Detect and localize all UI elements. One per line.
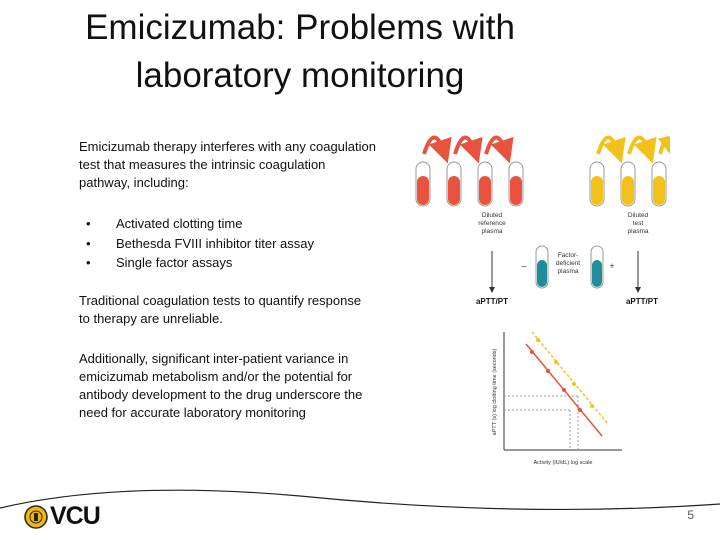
red-tubes [415,161,524,207]
red-tube [508,161,524,207]
red-tube [446,161,462,207]
footer-curve [0,489,720,511]
yellow-tube [651,161,667,207]
vcu-logo: VCU [24,502,101,531]
yellow-dilution-arrows [596,134,670,164]
svg-text:plasma: plasma [628,228,649,235]
left-test-label: aPTT/PT [476,297,508,306]
y-axis-label: aPTT (s) log clotting time (seconds) [492,348,498,435]
yellow-tubes [589,161,667,207]
bullet-item: •Single factor assays [86,253,386,273]
red-tube [477,161,493,207]
left-tube-label: Diluted [482,212,503,219]
plus-sign: + [609,261,614,271]
calibration-plot: aPTT (s) log clotting time (seconds) Act… [492,331,622,466]
intro-paragraph: Emicizumab therapy interferes with any c… [79,139,376,190]
minus-sign: – [521,261,526,271]
x-axis-label: Activity (IU/dL) log scale [534,460,593,466]
red-tube [415,161,431,207]
yellow-tube [620,161,636,207]
right-test-label: aPTT/PT [626,297,658,306]
svg-text:plasma: plasma [482,228,503,235]
bullet-item: •Activated clotting time [86,214,386,234]
monitoring-paragraph: Additionally, significant inter-patient … [79,351,363,420]
vcu-seal-icon [24,504,48,529]
bullet-list: •Activated clotting time •Bethesda FVIII… [86,214,386,273]
svg-text:plasma: plasma [558,268,579,275]
vcu-logo-text: VCU [50,502,101,530]
bullet-item: •Bethesda FVIII inhibitor titer assay [86,234,386,254]
yellow-tube [589,161,605,207]
bullet-symbol: • [86,216,91,231]
svg-text:reference: reference [478,220,506,227]
reliability-paragraph: Traditional coagulation tests to quantif… [79,293,362,326]
red-dilution-arrows [422,135,514,164]
bullet-symbol: • [86,235,91,251]
center-label: Factor- [558,252,579,259]
svg-text:test: test [633,220,644,227]
svg-text:deficient: deficient [556,260,580,267]
bullet-symbol: • [86,255,91,270]
assay-diagram: Diluted reference plasma Diluted test pl… [410,118,670,478]
teal-tube [590,245,604,289]
slide-title: Emicizumab: Problems with laboratory mon… [85,8,515,95]
teal-tube [535,245,549,289]
page-number: 5 [687,508,694,522]
right-tube-label: Diluted [628,212,649,219]
